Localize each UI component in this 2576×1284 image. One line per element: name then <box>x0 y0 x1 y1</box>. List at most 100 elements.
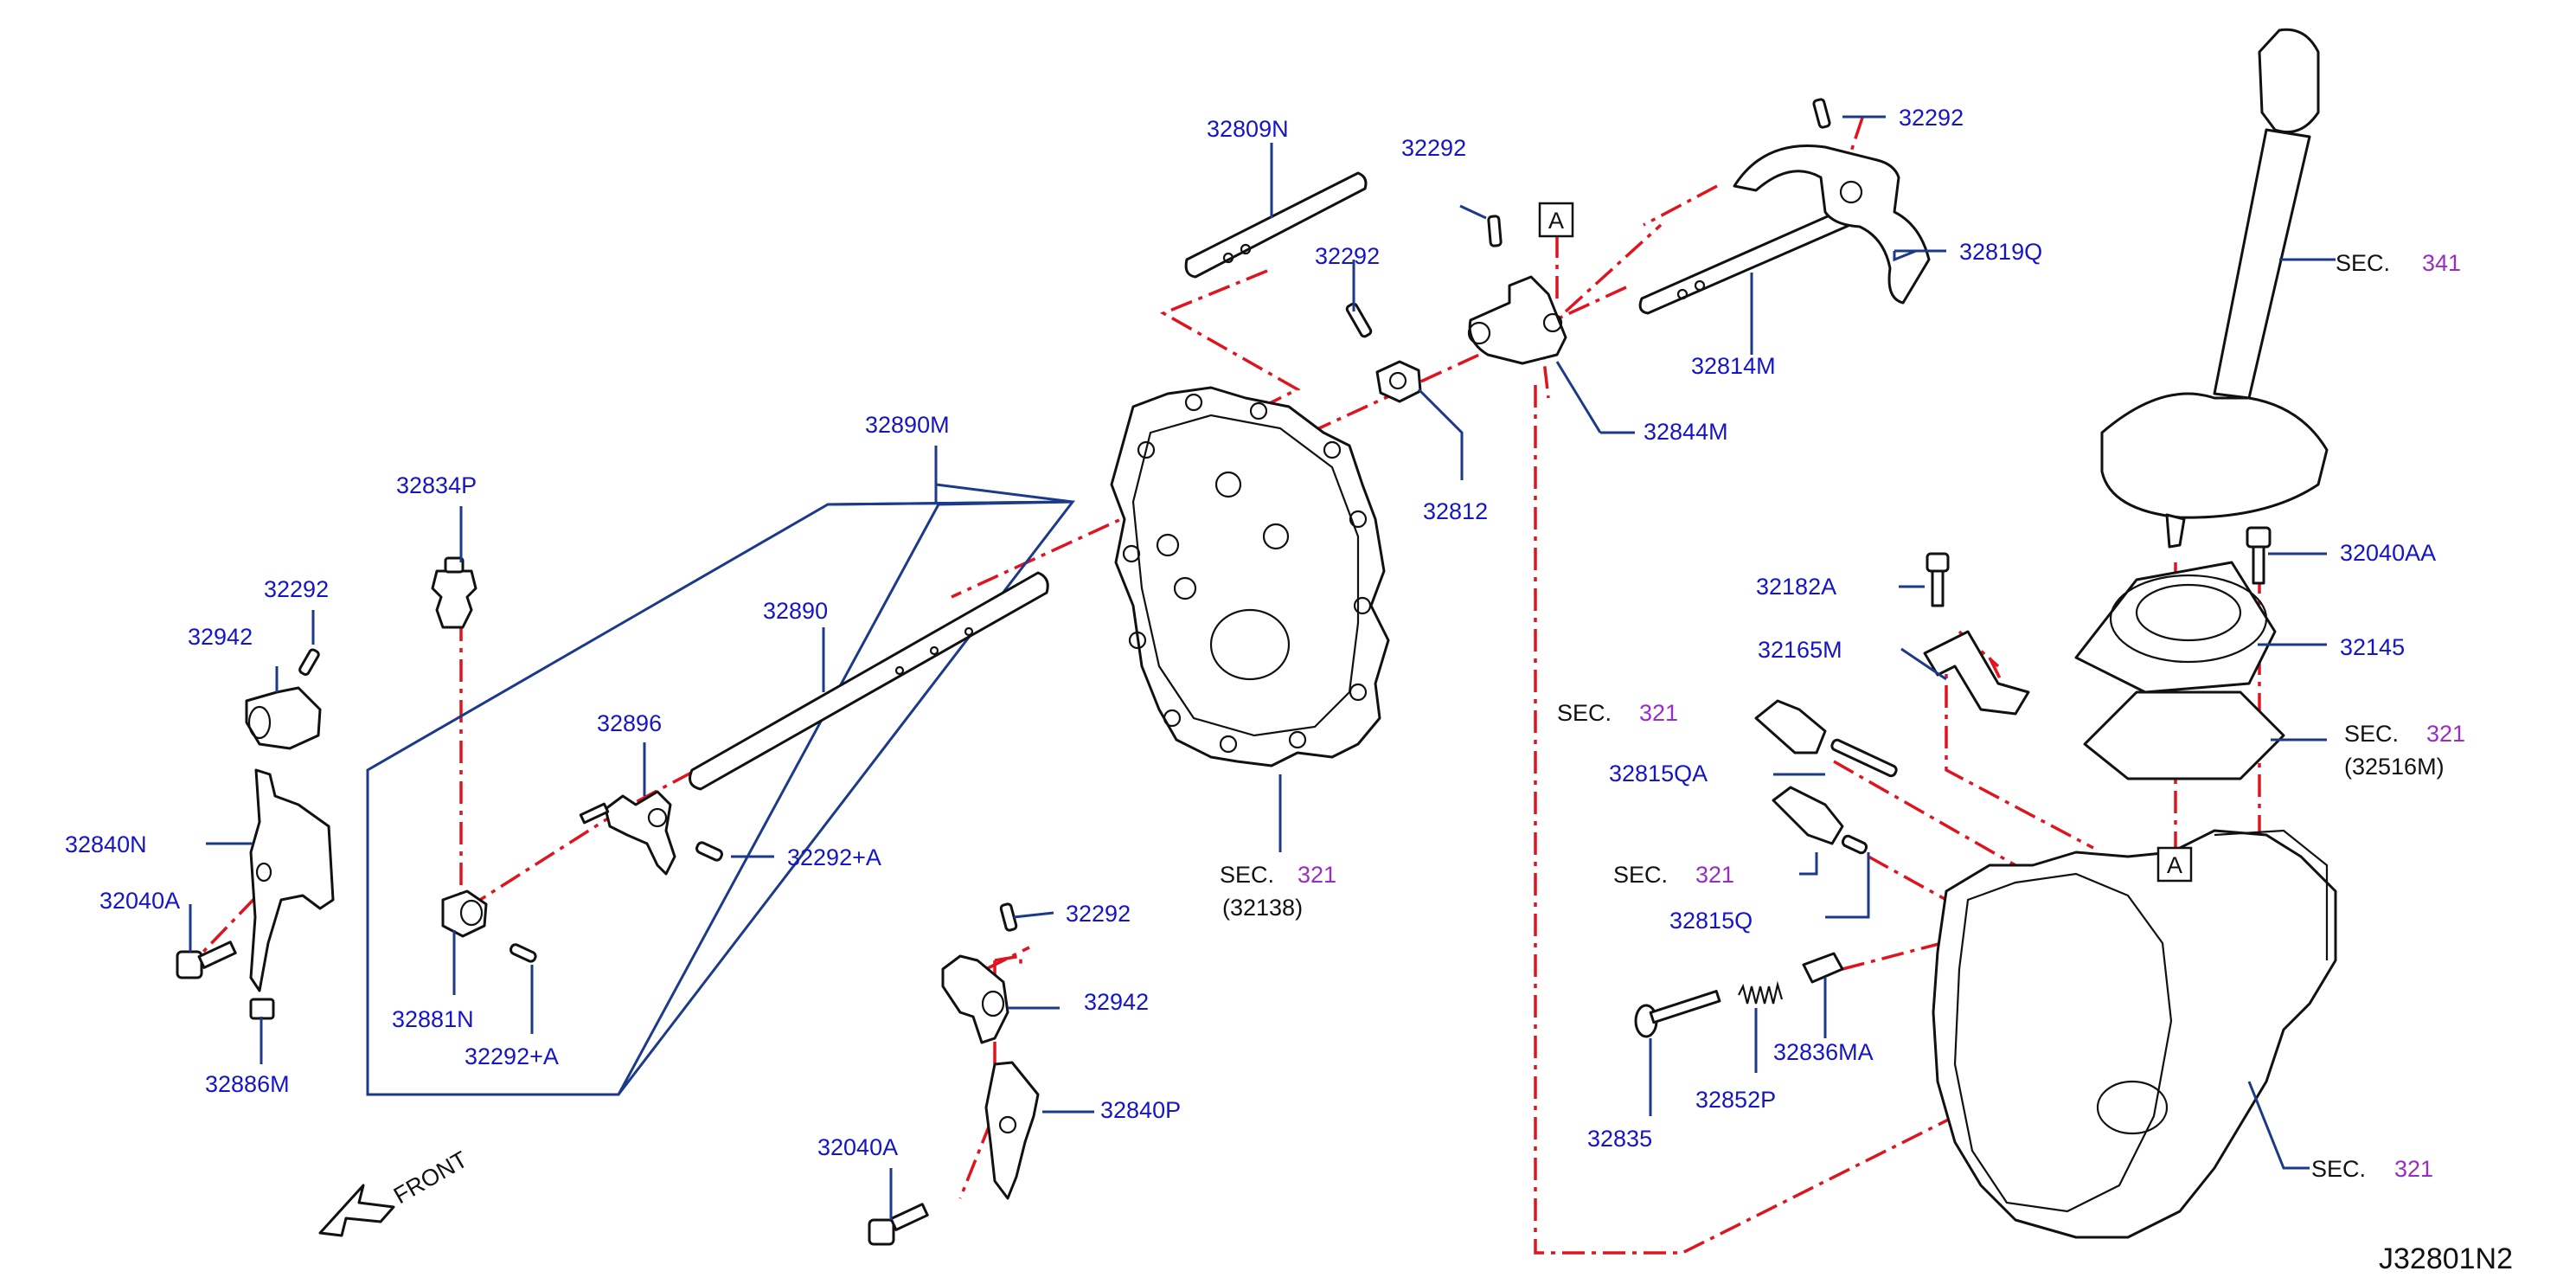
gasket-32516M <box>2083 690 2285 780</box>
cover-32145 <box>2074 561 2277 694</box>
pin-32815Q <box>1841 834 1868 855</box>
pin-32292A-2 <box>509 943 537 963</box>
label-32814M: 32814M <box>1691 353 1776 379</box>
svg-text:341: 341 <box>2422 250 2461 276</box>
label-32040A-left: 32040A <box>99 888 180 914</box>
transmission-321 <box>1932 829 2337 1239</box>
sec-ref-321-trans: SEC. 321 <box>2311 1156 2433 1182</box>
svg-text:321: 321 <box>2426 721 2465 747</box>
svg-text:SEC.: SEC. <box>1557 700 1612 726</box>
block-32942-bottom <box>941 954 1009 1044</box>
label-32886M: 32886M <box>205 1071 290 1097</box>
pin-32292-left <box>298 648 320 677</box>
label-32881N: 32881N <box>392 1006 474 1032</box>
sec-ref-321-switch2: SEC. 321 <box>1613 862 1734 888</box>
label-32040A-bottom: 32040A <box>817 1134 898 1160</box>
section-refs: SEC. 341 SEC. 321 (32138) SEC. 321 SEC. … <box>1220 250 2465 1182</box>
block-32886M <box>249 998 275 1020</box>
label-32182A: 32182A <box>1756 574 1836 600</box>
label-32145: 32145 <box>2340 634 2405 660</box>
label-32292A-2: 32292+A <box>465 1043 559 1069</box>
svg-text:321: 321 <box>1695 862 1734 888</box>
label-32040AA: 32040AA <box>2340 540 2436 566</box>
shift-rod-32890 <box>689 571 1049 791</box>
spring-32852P <box>1738 980 1784 1005</box>
label-32835: 32835 <box>1587 1126 1652 1152</box>
bolt-32040AA <box>2246 526 2272 585</box>
shift-block-32844M <box>1467 275 1567 365</box>
shaft-32814M <box>1638 204 1861 315</box>
label-32852P: 32852P <box>1695 1087 1776 1113</box>
shift-lever-341 <box>2100 28 2329 549</box>
label-32815Q: 32815Q <box>1669 908 1753 934</box>
shift-fork-32819Q <box>1733 144 1931 305</box>
label-32840N: 32840N <box>65 831 147 857</box>
pin-32292-top-mid <box>1487 215 1503 247</box>
svg-text:321: 321 <box>2394 1156 2433 1182</box>
sec-ref-321-case: SEC. 321 (32138) <box>1220 862 1336 921</box>
svg-text:(32516M): (32516M) <box>2344 754 2445 780</box>
label-32942-bottom: 32942 <box>1084 989 1149 1015</box>
label-32292A-1: 32292+A <box>787 844 881 870</box>
block-32942-left <box>245 686 322 750</box>
label-32890: 32890 <box>763 598 828 624</box>
label-32844M: 32844M <box>1644 419 1728 445</box>
label-32819Q: 32819Q <box>1959 239 2042 265</box>
plunger-32835 <box>1634 990 1721 1038</box>
label-32812: 32812 <box>1423 498 1488 524</box>
sec-ref-341: SEC. 341 <box>2336 250 2461 276</box>
plug-32834P <box>431 556 477 629</box>
label-32292-left: 32292 <box>264 576 329 602</box>
transmission-case-32138 <box>1110 386 1390 767</box>
front-label: FRONT <box>389 1146 472 1209</box>
bolt-32182A <box>1926 552 1950 607</box>
label-32840P: 32840P <box>1100 1097 1181 1123</box>
label-32836MA: 32836MA <box>1773 1039 1874 1065</box>
pin-32292-mid <box>1345 302 1373 338</box>
clip-32165M <box>1923 630 2030 716</box>
svg-text:A: A <box>1548 208 1564 234</box>
plunger-32836MA <box>1802 952 1844 984</box>
bracket-32840N <box>249 768 335 992</box>
label-32809N: 32809N <box>1207 116 1289 142</box>
shaft-32809N <box>1184 171 1368 279</box>
leader-lines <box>189 115 2336 1220</box>
sec-ref-321-gasket: SEC. 321 (32516M) <box>2344 721 2465 780</box>
label-32896: 32896 <box>597 710 662 736</box>
label-32834P: 32834P <box>396 472 477 498</box>
callout-box-a-top: A <box>1538 202 1574 238</box>
lever-32896 <box>579 790 676 876</box>
svg-text:SEC.: SEC. <box>2311 1156 2366 1182</box>
part-labels: 32809N 32292 32292 32292 32819Q 32814M 3… <box>65 105 2436 1160</box>
bracket-32840P <box>984 1061 1040 1200</box>
label-32942-left: 32942 <box>188 624 253 650</box>
label-32815QA: 32815QA <box>1609 761 1708 786</box>
svg-text:SEC.: SEC. <box>2336 250 2390 276</box>
nut-32812 <box>1375 360 1422 403</box>
label-32165M: 32165M <box>1758 637 1842 663</box>
label-32292-bottom: 32292 <box>1066 901 1131 927</box>
front-arrow: FRONT <box>318 1146 472 1237</box>
svg-text:321: 321 <box>1298 862 1336 888</box>
sec-ref-321-switch1: SEC. 321 <box>1557 700 1678 726</box>
diagram-id: J32801N2 <box>2379 1242 2513 1275</box>
switch-321-upper <box>1754 699 1827 754</box>
label-32292-top-right: 32292 <box>1899 105 1964 131</box>
pin-32292A-1 <box>695 841 723 862</box>
callout-box-a-bottom: A <box>2156 846 2193 883</box>
svg-text:SEC.: SEC. <box>2344 721 2399 747</box>
bolt-32040A-left <box>176 941 237 979</box>
svg-text:321: 321 <box>1639 700 1678 726</box>
svg-text:(32138): (32138) <box>1222 895 1303 921</box>
label-32292-top-mid: 32292 <box>1401 135 1466 161</box>
switch-321-lower <box>1772 786 1844 845</box>
sleeve-32881N <box>441 889 488 938</box>
rod-32815QA <box>1830 738 1898 778</box>
pin-32292-top-right <box>1812 98 1831 129</box>
label-32292-mid: 32292 <box>1315 243 1380 269</box>
pin-32292-bottom <box>999 902 1018 932</box>
svg-text:A: A <box>2167 852 2182 878</box>
svg-text:SEC.: SEC. <box>1220 862 1274 888</box>
label-32890M: 32890M <box>865 412 950 438</box>
